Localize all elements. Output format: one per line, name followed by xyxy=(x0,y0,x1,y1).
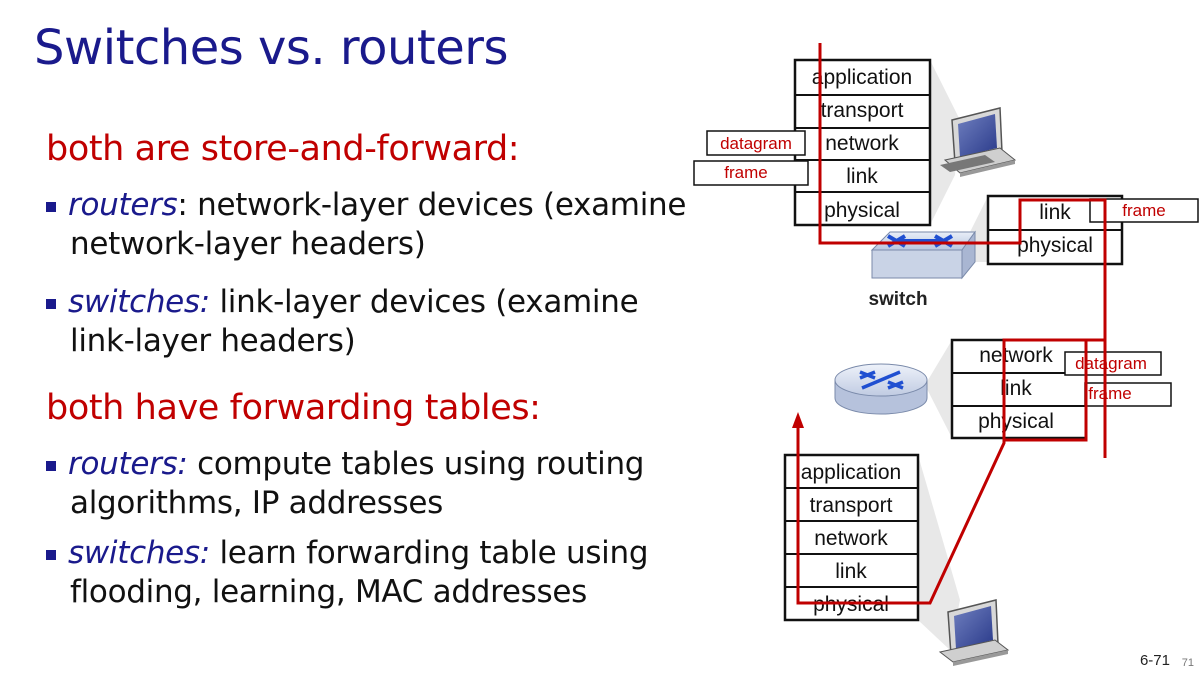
computer-icon-bottom xyxy=(938,599,1010,666)
slide-title: Switches vs. routers xyxy=(34,20,508,76)
bullet-routers-tables: routers: compute tables using routing al… xyxy=(46,445,696,523)
bullet-term: switches: xyxy=(68,284,210,320)
bottom-stack-network: network xyxy=(814,527,888,550)
router-stack: network link physical xyxy=(950,338,1088,440)
bottom-stack-transport: transport xyxy=(810,494,893,517)
bullet-text: network-layer devices (examine xyxy=(187,187,687,223)
bullet-term: switches: xyxy=(68,535,210,571)
switch-frame-tag: frame xyxy=(1089,198,1199,223)
top-frame-tag: frame xyxy=(693,160,809,186)
router-stack-network: network xyxy=(979,344,1053,367)
switch-label: switch xyxy=(868,289,927,310)
switch-stack-link: link xyxy=(1039,201,1071,224)
router-datagram-tag: datagram xyxy=(1064,351,1162,376)
top-stack-network: network xyxy=(825,132,899,155)
top-frame-label: frame xyxy=(724,163,767,182)
router-frame-tag: frame xyxy=(1084,382,1172,407)
section-heading-store-forward: both are store-and-forward: xyxy=(46,129,520,169)
bottom-stack-link: link xyxy=(835,560,867,583)
bullet-text: learn forwarding table using xyxy=(209,535,649,571)
top-datagram-tag: datagram xyxy=(706,130,806,156)
top-stack-physical: physical xyxy=(824,199,900,222)
switch-stack-physical: physical xyxy=(1017,234,1093,257)
data-path-line xyxy=(796,43,1107,605)
top-datagram-label: datagram xyxy=(720,134,792,153)
top-stack-link: link xyxy=(846,165,878,188)
top-stack-application: application xyxy=(812,66,912,89)
bullet-switches-tables: switches: learn forwarding table using f… xyxy=(46,534,696,612)
bullet-marker xyxy=(46,550,56,560)
page-number: 71 xyxy=(1181,657,1194,669)
bullet-continuation: algorithms, IP addresses xyxy=(70,485,443,521)
bullet-switches-store: switches: link-layer devices (examine li… xyxy=(46,283,696,361)
computer-icon-top xyxy=(940,107,1017,177)
router-stack-physical: physical xyxy=(978,410,1054,433)
bottom-host-stack: application transport network link physi… xyxy=(783,453,920,622)
bullet-continuation: flooding, learning, MAC addresses xyxy=(70,574,587,610)
slide-number: 6-71 xyxy=(1139,652,1170,669)
bullet-continuation: link-layer headers) xyxy=(70,323,356,359)
top-stack-transport: transport xyxy=(821,99,904,122)
bullet-term: routers xyxy=(68,187,178,223)
host-shadow-bottom xyxy=(918,455,960,650)
bullet-text: compute tables using routing xyxy=(187,446,645,482)
router-frame-label: frame xyxy=(1088,384,1131,403)
top-host-stack: application transport network link physi… xyxy=(793,58,932,227)
data-path-arrowhead xyxy=(792,412,804,428)
bullet-sep: : xyxy=(177,187,188,223)
bullet-text: link-layer devices (examine xyxy=(209,284,639,320)
bullet-term: routers: xyxy=(68,446,188,482)
bullet-marker xyxy=(46,461,56,471)
host-shadow-top xyxy=(930,60,960,225)
router-datagram-label: datagram xyxy=(1075,354,1147,373)
router-stack-link: link xyxy=(1000,377,1032,400)
bullet-routers-store: routers: network-layer devices (examine … xyxy=(46,186,696,264)
router-icon xyxy=(834,363,928,415)
switch-frame-label: frame xyxy=(1122,201,1165,220)
section-heading-forwarding-tables: both have forwarding tables: xyxy=(46,388,541,428)
router-shadow xyxy=(925,340,952,438)
bullet-marker xyxy=(46,299,56,309)
bullet-marker xyxy=(46,202,56,212)
switch-icon xyxy=(870,230,976,280)
bullet-continuation: network-layer headers) xyxy=(70,226,426,262)
bottom-stack-application: application xyxy=(801,461,901,484)
